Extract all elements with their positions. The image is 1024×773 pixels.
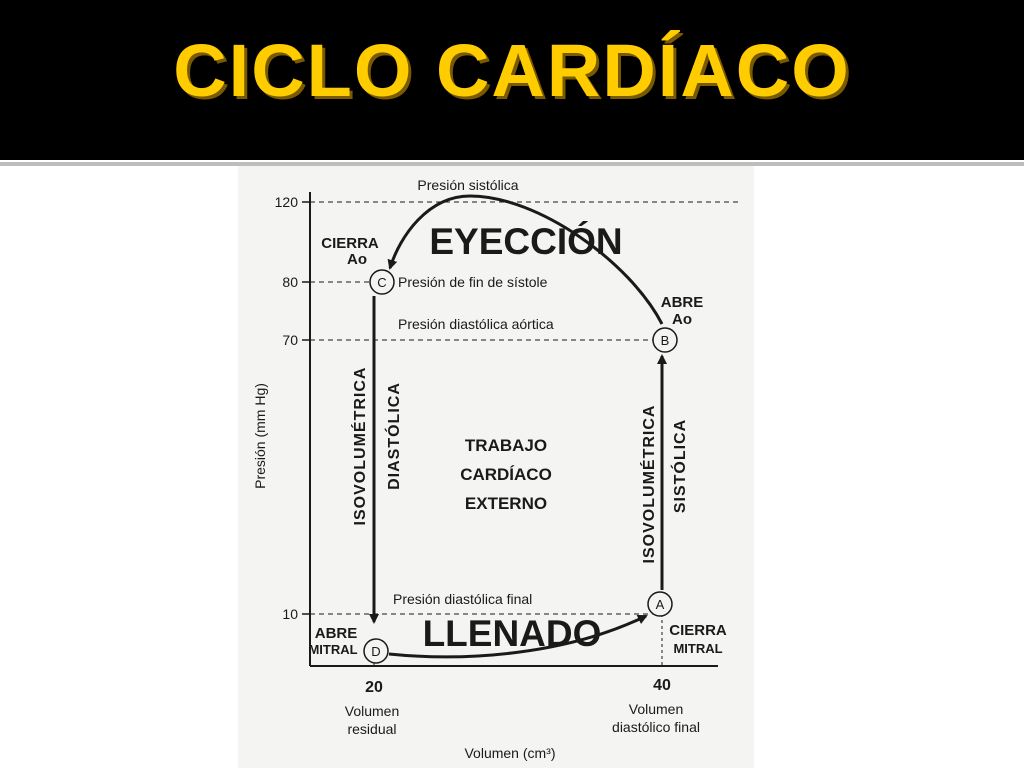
x-tick-label: 40 (653, 677, 671, 694)
isovolumetric-diastolic-label-line2: DIASTÓLICA (384, 382, 403, 490)
header-divider (0, 162, 1024, 166)
y-tick-label: 70 (282, 332, 298, 348)
diagram-background (238, 166, 754, 768)
open-mitral-label-line1: ABRE (315, 625, 358, 642)
end-systole-pressure-label: Presión de fin de sístole (398, 274, 548, 290)
isovolumetric-systolic-label-line2: SISTÓLICA (670, 419, 689, 513)
point-c: C (369, 269, 395, 295)
open-ao-label-line1: ABRE (661, 294, 704, 311)
close-mitral-label-line1: CIERRA (669, 622, 727, 639)
close-mitral-label-line2: MITRAL (673, 641, 722, 656)
filling-curve (388, 614, 648, 659)
point-a-label: A (656, 597, 665, 612)
point-a: A (647, 591, 673, 617)
aortic-diastolic-pressure-label: Presión diastólica aórtica (398, 316, 554, 332)
x-axis-label: Volumen (cm³) (464, 745, 555, 761)
filling-label: LLENADO (423, 613, 602, 654)
isovolumetric-diastolic-label-line1: ISOVOLUMÉTRICA (350, 367, 369, 526)
slide-title: CICLO CARDÍACO (173, 29, 851, 112)
x-tick-caption: Volumen (345, 703, 399, 719)
x-tick-caption: residual (347, 721, 396, 737)
ejection-curve (387, 194, 664, 325)
center-label-line2: CARDÍACO (460, 465, 552, 484)
open-ao-label-line2: Ao (672, 311, 692, 328)
center-label-line3: EXTERNO (465, 494, 547, 513)
systolic-pressure-label: Presión sistólica (417, 177, 518, 193)
point-b-label: B (661, 333, 670, 348)
y-tick-label: 80 (282, 274, 298, 290)
point-d: D (363, 638, 389, 664)
center-label-line1: TRABAJO (465, 436, 547, 455)
slide-header: CICLO CARDÍACO (0, 0, 1024, 160)
pressure-volume-diagram: 120 80 70 10 Presión (mm Hg) Presión sis… (238, 166, 754, 768)
open-mitral-label-line2: MITRAL (308, 642, 357, 657)
point-b: B (652, 327, 678, 353)
ejection-label: EYECCIÓN (429, 220, 622, 262)
x-tick-caption: diastólico final (612, 719, 700, 735)
x-tick-label: 20 (365, 679, 383, 696)
x-tick-caption: Volumen (629, 701, 683, 717)
end-diastolic-pressure-label: Presión diastólica final (393, 591, 532, 607)
point-d-label: D (371, 644, 380, 659)
point-c-label: C (377, 275, 386, 290)
y-tick-label: 120 (275, 194, 299, 210)
y-tick-label: 10 (282, 606, 298, 622)
isovolumetric-systolic-label-line1: ISOVOLUMÉTRICA (639, 405, 658, 564)
close-ao-label-line1: CIERRA (321, 235, 379, 252)
close-ao-label-line2: Ao (347, 251, 367, 268)
y-axis-label: Presión (mm Hg) (252, 383, 268, 489)
